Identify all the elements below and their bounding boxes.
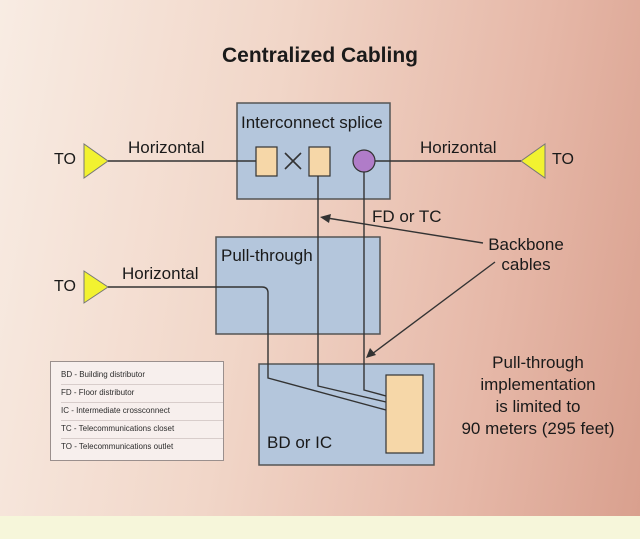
splice-icon xyxy=(352,149,376,173)
horizontal-label-right: Horizontal xyxy=(420,138,497,157)
legend-item-to: TO - Telecommunications outlet xyxy=(61,438,223,456)
patch-panel-right xyxy=(308,146,331,177)
interconnect-splice-label: Interconnect splice xyxy=(241,113,383,132)
arrowhead-bd-ic xyxy=(366,348,376,358)
bd-or-ic-label: BD or IC xyxy=(267,433,333,452)
horizontal-label-left-mid: Horizontal xyxy=(122,264,199,283)
legend-item-ic: IC - Intermediate crossconnect xyxy=(61,402,223,420)
cabling-diagram xyxy=(83,102,546,466)
bd-ic-panel xyxy=(385,374,424,454)
fd-or-tc-label: FD or TC xyxy=(372,207,442,226)
to-label-left-mid: TO xyxy=(54,278,76,295)
legend-item-bd: BD - Building distributor xyxy=(61,370,146,379)
backbone-cables-label: Backbone cables xyxy=(488,235,564,274)
diagram-title: Centralized Cabling xyxy=(221,44,419,67)
cables xyxy=(108,160,521,411)
backbone-arrows xyxy=(326,217,496,355)
to-label-left-top: TO xyxy=(54,151,76,168)
legend-item-tc: TC - Telecommunications closet xyxy=(61,420,223,438)
to-label-right: TO xyxy=(552,151,574,168)
abbreviation-legend: BD - Building distributor FD - Floor dis… xyxy=(50,361,224,461)
outlet-right-icon xyxy=(520,143,546,179)
horizontal-label-left-top: Horizontal xyxy=(128,138,205,157)
bottom-strip xyxy=(0,516,640,539)
cross-connect-icon xyxy=(284,152,302,170)
arrowhead-fd-tc xyxy=(320,214,331,223)
legend-item-fd: FD - Floor distributor xyxy=(61,384,223,402)
pull-through-label: Pull-through xyxy=(221,246,313,265)
pull-through-box xyxy=(215,236,381,335)
outlet-left-top-icon xyxy=(83,143,109,179)
pull-through-note: Pull-through implementation is limited t… xyxy=(461,353,615,438)
outlet-left-mid-icon xyxy=(83,270,109,304)
patch-panel-left xyxy=(255,146,278,177)
